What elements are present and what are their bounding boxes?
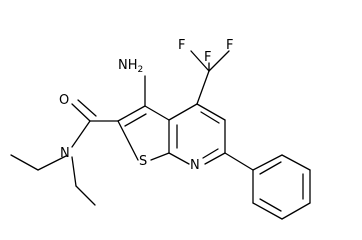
bond-amide-ethyl2-b	[75, 185, 96, 206]
bond-s-c2	[117, 120, 139, 161]
bond-c3-c3a	[144, 105, 170, 121]
phenyl-bond-1	[252, 154, 283, 171]
bond-lines	[10, 50, 311, 220]
bond-c6-n7-inner	[202, 148, 219, 159]
bond-n7-c7a	[168, 152, 190, 165]
fluorine-label-bottom: F	[204, 50, 211, 65]
sulfur-label: S	[139, 154, 147, 169]
bond-cf3-f-left	[190, 50, 210, 72]
phenyl-double-bond-3	[259, 198, 282, 212]
bond-c4-cf3	[196, 70, 210, 105]
bond-c6-n7	[204, 152, 226, 165]
bond-carbonyl-amide	[71, 120, 91, 148]
pyridine-nitrogen-label: N	[190, 158, 200, 173]
bond-amide-ethyl2-a	[71, 156, 77, 187]
bond-amide-ethyl1-a	[37, 155, 67, 171]
amino-h-count: 2	[138, 65, 144, 75]
bond-c2-c3-inner	[124, 113, 147, 127]
phenyl-double-bond-1	[259, 161, 282, 175]
bond-c3a-c4	[168, 103, 198, 121]
bond-amide-ethyl1-b	[10, 154, 39, 171]
bond-c7a-s	[150, 152, 170, 161]
amide-nitrogen-label: N	[60, 146, 70, 161]
fluorine-label-top-right: F	[226, 38, 233, 53]
bond-c4-c5	[196, 103, 226, 121]
phenyl-bond-4	[281, 202, 311, 220]
chemical-structure-diagram: NH2 F F F O N S N	[10, 38, 311, 220]
bond-c4-c5-inner	[200, 111, 220, 124]
bond-c2-c3	[117, 105, 146, 122]
fluorine-label-top-left: F	[178, 38, 185, 53]
bond-carbonyl-oxygen-inner	[77, 99, 97, 117]
phenyl-bond-2	[281, 154, 311, 171]
bond-carbonyl-oxygen	[71, 103, 91, 122]
bond-c6-phenyl	[224, 152, 254, 171]
amino-h: H	[128, 58, 138, 73]
amino-n-label: NH2	[118, 58, 143, 75]
atom-labels: NH2 F F F O N S N	[59, 38, 233, 173]
bond-cf3-f-right	[208, 50, 230, 72]
phenyl-bond-5	[252, 202, 283, 220]
oxygen-label: O	[59, 93, 69, 108]
amino-n: N	[118, 58, 128, 73]
